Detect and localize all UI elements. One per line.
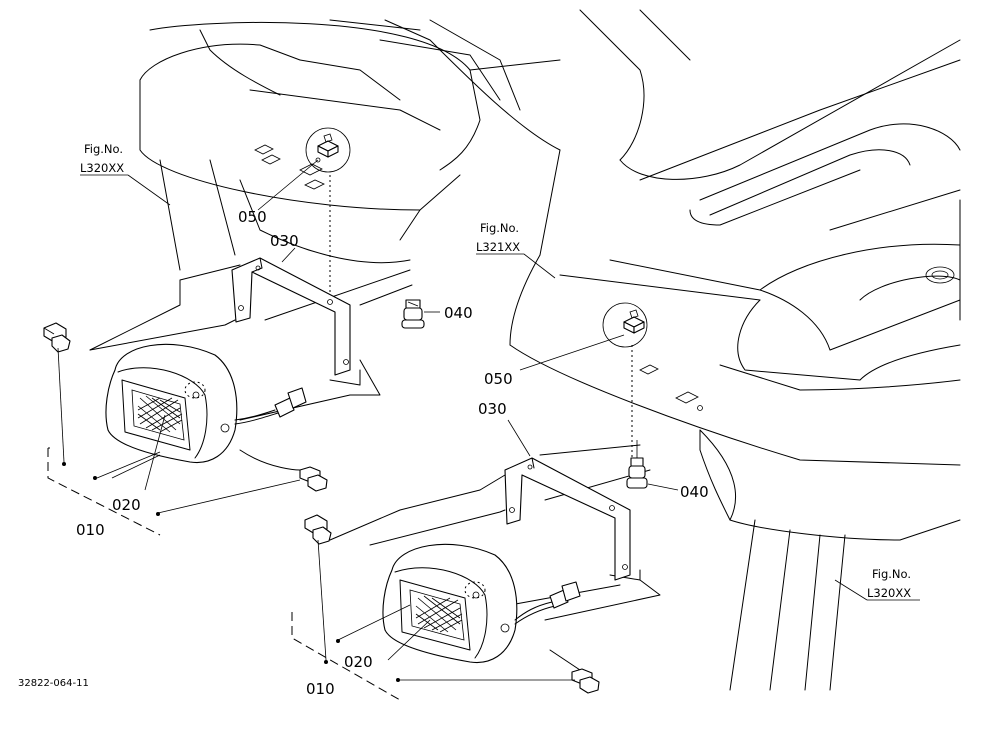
fig-ref-left-top: Fig.No. L320XX (80, 142, 171, 206)
svg-text:030: 030 (270, 232, 299, 250)
fig-ref-right-bottom: Fig.No. L320XX (834, 567, 920, 601)
svg-text:Fig.No.: Fig.No. (480, 221, 519, 235)
bolt-040-left (401, 299, 425, 329)
labels-left: 050 030 040 020 010 (76, 208, 473, 539)
fig-ref-center: Fig.No. L321XX (476, 221, 556, 279)
svg-text:L321XX: L321XX (476, 240, 520, 254)
drawing-number: 32822-064-11 (18, 678, 89, 689)
svg-text:Fig.No.: Fig.No. (84, 142, 123, 156)
svg-text:010: 010 (306, 680, 335, 698)
bolt-left-a (43, 322, 71, 353)
svg-text:020: 020 (344, 653, 373, 671)
svg-text:010: 010 (76, 521, 105, 539)
svg-text:050: 050 (238, 208, 267, 226)
right-lamp-assembly (291, 334, 679, 701)
work-lamp-left (105, 343, 307, 464)
bolt-040-right (626, 440, 648, 489)
bolt-left-b (299, 466, 328, 492)
bolt-right-b (571, 668, 600, 694)
svg-text:L320XX: L320XX (80, 161, 124, 175)
lens-hatch (137, 395, 183, 433)
bolt-right-a (304, 514, 332, 545)
svg-text:050: 050 (484, 370, 513, 388)
svg-text:Fig.No.: Fig.No. (872, 567, 911, 581)
svg-text:040: 040 (444, 304, 473, 322)
work-lamp-right (382, 543, 581, 664)
svg-text:040: 040 (680, 483, 709, 501)
left-lamp-assembly (43, 159, 440, 536)
lens-hatch-right (415, 595, 463, 633)
left-roof-frame (139, 19, 561, 271)
svg-text:030: 030 (478, 400, 507, 418)
right-roof-frame (384, 9, 961, 691)
svg-text:L320XX: L320XX (867, 586, 911, 600)
svg-text:020: 020 (112, 496, 141, 514)
labels-right: 050 030 040 020 010 (306, 370, 709, 698)
